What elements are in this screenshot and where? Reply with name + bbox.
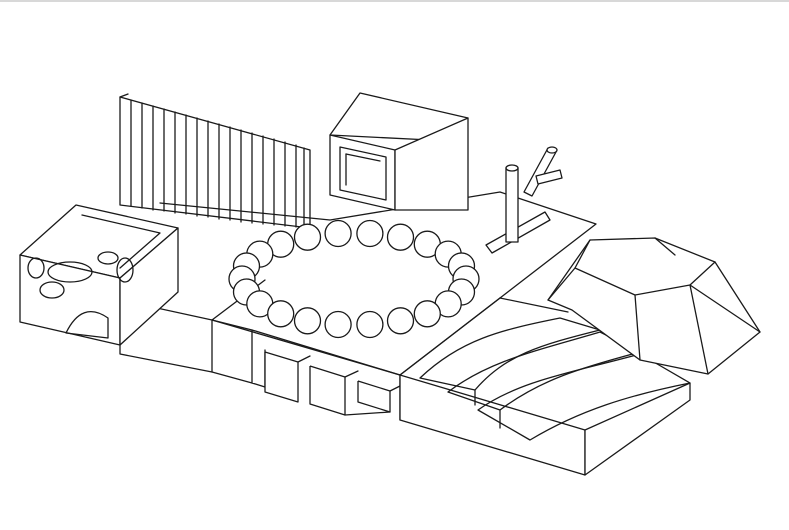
bead [356,310,384,339]
pipe-fixture [485,146,563,254]
bead [267,300,295,328]
ribbed-wall [119,93,311,229]
bead [324,219,352,248]
bead [324,310,352,339]
bead [413,300,441,328]
bead [293,307,322,335]
bead [386,307,415,335]
bead [386,223,415,251]
bead-ring [228,219,480,339]
top-border-line [0,0,789,2]
cheese-block [19,204,179,346]
faceted-mound [547,237,761,375]
bead [356,219,384,248]
hollow-frame-box [329,92,469,211]
bead [293,223,322,251]
trench-columns [211,319,401,416]
wavy-steps [399,297,691,476]
